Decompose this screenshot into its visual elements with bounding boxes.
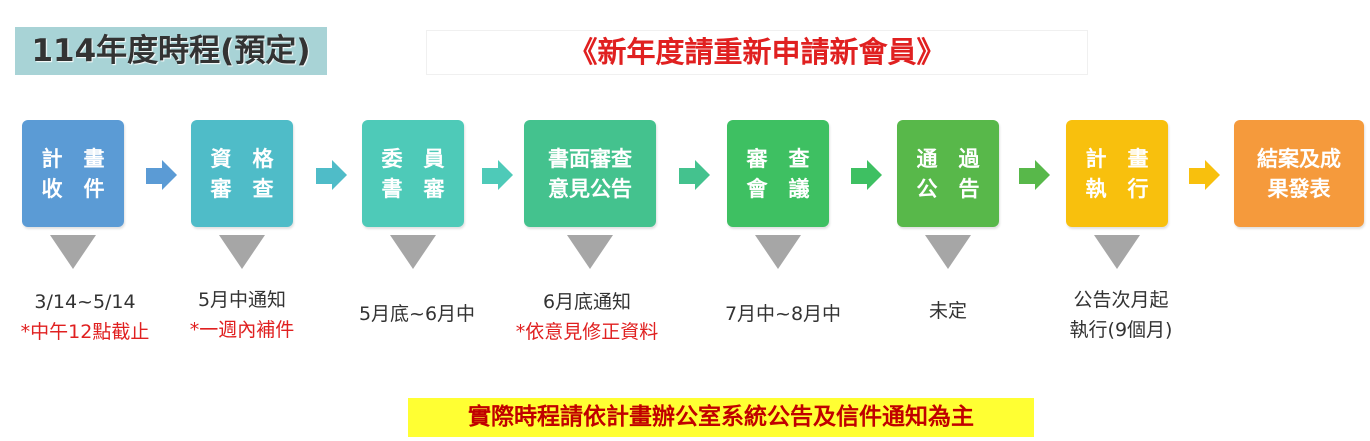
triangle-down-icon (1094, 235, 1140, 269)
note-feedback: 6月底通知 *依意見修正資料 (497, 287, 677, 347)
step-label-line1: 計 畫 (1085, 146, 1149, 171)
step-label-line1: 委 員 (381, 146, 445, 171)
note-meeting: 7月中~8月中 (698, 299, 868, 329)
step-label-line1: 資 格 (210, 146, 274, 171)
step-label-line2: 公 告 (916, 176, 980, 201)
triangle-down-icon (390, 235, 436, 269)
note-committee: 5月底~6月中 (332, 299, 502, 329)
note-date: 公告次月起 (1073, 289, 1169, 311)
step-label-line2: 書 審 (381, 176, 445, 201)
arrow-shaft (316, 168, 332, 184)
triangle-down-icon (925, 235, 971, 269)
step-eligibility-review: 資 格 審 查 (191, 120, 293, 227)
note-remark: *一週內補件 (189, 319, 295, 341)
step-committee-review: 委 員 書 審 (362, 120, 464, 227)
step-project-execution: 計 畫 執 行 (1066, 120, 1168, 227)
footer-disclaimer: 實際時程請依計畫辦公室系統公告及信件通知為主 (408, 398, 1034, 437)
step-proposal-submission: 計 畫 收 件 (22, 120, 124, 227)
arrow-right-icon (1035, 160, 1050, 190)
arrow-shaft (482, 168, 498, 184)
arrow-shaft (1019, 168, 1035, 184)
step-review-feedback: 書面審查 意見公告 (524, 120, 656, 227)
triangle-down-icon (50, 235, 96, 269)
step-label-line1: 結案及成 (1257, 146, 1341, 171)
note-duration: 執行(9個月) (1069, 319, 1173, 341)
triangle-down-icon (567, 235, 613, 269)
note-date: 5月中通知 (197, 289, 287, 311)
triangle-down-icon (219, 235, 265, 269)
step-label-line1: 通 過 (916, 146, 980, 171)
step-closing-presentation: 結案及成 果發表 (1234, 120, 1364, 227)
note-date: 6月底通知 (542, 291, 632, 313)
arrow-shaft (679, 168, 695, 184)
note-execution: 公告次月起 執行(9個月) (1036, 285, 1206, 345)
triangle-down-icon (755, 235, 801, 269)
step-review-meeting: 審 查 會 議 (727, 120, 829, 227)
arrow-right-icon (695, 160, 710, 190)
headline-notice: 《新年度請重新申請新會員》 (426, 30, 1088, 75)
step-label-line2: 意見公告 (548, 176, 632, 201)
step-label-line1: 審 查 (746, 146, 810, 171)
arrow-right-icon (162, 160, 177, 190)
step-label-line2: 收 件 (41, 176, 105, 201)
note-date: 3/14~5/14 (34, 291, 136, 313)
note-proposal-period: 3/14~5/14 *中午12點截止 (0, 287, 170, 347)
note-eligibility: 5月中通知 *一週內補件 (157, 285, 327, 345)
arrow-right-icon (867, 160, 882, 190)
note-date: 未定 (928, 300, 967, 322)
step-label-line2: 審 查 (210, 176, 274, 201)
arrow-right-icon (1205, 160, 1220, 190)
step-approval-announcement: 通 過 公 告 (897, 120, 999, 227)
note-remark: *中午12點截止 (20, 321, 150, 343)
note-approval: 未定 (863, 296, 1033, 326)
arrow-right-icon (332, 160, 347, 190)
note-remark: *依意見修正資料 (515, 321, 659, 343)
step-label-line2: 會 議 (746, 176, 810, 201)
note-date: 5月底~6月中 (358, 303, 476, 325)
step-label-line2: 執 行 (1085, 176, 1149, 201)
step-label-line2: 果發表 (1267, 176, 1331, 201)
schedule-title: 114年度時程(預定) (15, 27, 327, 75)
arrow-shaft (1189, 168, 1205, 184)
note-date: 7月中~8月中 (724, 303, 842, 325)
arrow-right-icon (498, 160, 513, 190)
step-label-line1: 計 畫 (41, 146, 105, 171)
arrow-shaft (146, 168, 162, 184)
arrow-shaft (851, 168, 867, 184)
step-label-line1: 書面審查 (548, 146, 632, 171)
